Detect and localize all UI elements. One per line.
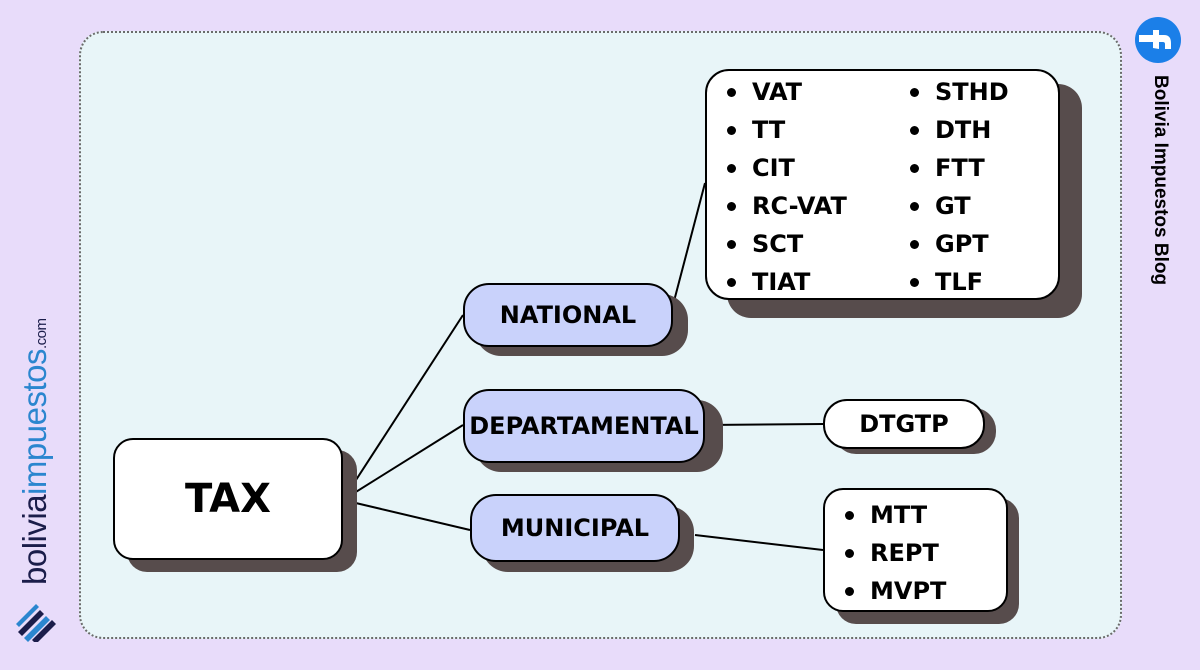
list-item: RC-VAT [727, 187, 847, 225]
list-item: GT [910, 187, 1009, 225]
dtgtp-label: DTGTP [859, 410, 949, 438]
list-item: STHD [910, 73, 1009, 111]
dtgtp-node: DTGTP [823, 399, 985, 449]
departmental-node: DEPARTAMENTAL [463, 389, 705, 463]
connector-tax-departmental [342, 424, 464, 501]
site-wordmark: boliviaimpuestos.com [16, 318, 53, 585]
list-item: CIT [727, 149, 847, 187]
municipal-node: MUNICIPAL [470, 494, 680, 562]
list-item: FTT [910, 149, 1009, 187]
connector-tax-national [342, 314, 464, 501]
national-node: NATIONAL [463, 283, 673, 347]
list-item: REPT [845, 534, 946, 572]
connector-municipal-list [694, 534, 824, 551]
municipal-taxes-list: MTT REPT MVPT [845, 496, 946, 610]
list-item: DTH [910, 111, 1009, 149]
list-item: MTT [845, 496, 946, 534]
list-item: TT [727, 111, 847, 149]
list-item: GPT [910, 225, 1009, 263]
municipal-label: MUNICIPAL [500, 514, 650, 542]
connector-national-list [672, 182, 706, 306]
list-item: MVPT [845, 572, 946, 610]
connector-tax-municipal [342, 499, 471, 531]
facebook-icon[interactable] [1135, 17, 1181, 63]
blog-label[interactable]: Bolivia Impuestos Blog [1150, 75, 1171, 286]
list-item: TLF [910, 263, 1009, 301]
national-taxes-box: VAT TT CIT RC-VAT SCT TIAT STHD DTH FTT … [705, 69, 1060, 300]
connector-departmental-dtgtp [704, 423, 824, 426]
national-taxes-col2: STHD DTH FTT GT GPT TLF [910, 73, 1009, 301]
list-item: VAT [727, 73, 847, 111]
national-label: NATIONAL [499, 301, 637, 329]
tax-node: TAX [113, 438, 343, 560]
national-taxes-col1: VAT TT CIT RC-VAT SCT TIAT [727, 73, 847, 301]
list-item: SCT [727, 225, 847, 263]
municipal-taxes-box: MTT REPT MVPT [823, 488, 1008, 612]
departmental-label: DEPARTAMENTAL [469, 412, 699, 440]
book-stack-logo-icon [16, 604, 56, 642]
list-item: TIAT [727, 263, 847, 301]
tax-label: TAX [185, 476, 271, 522]
